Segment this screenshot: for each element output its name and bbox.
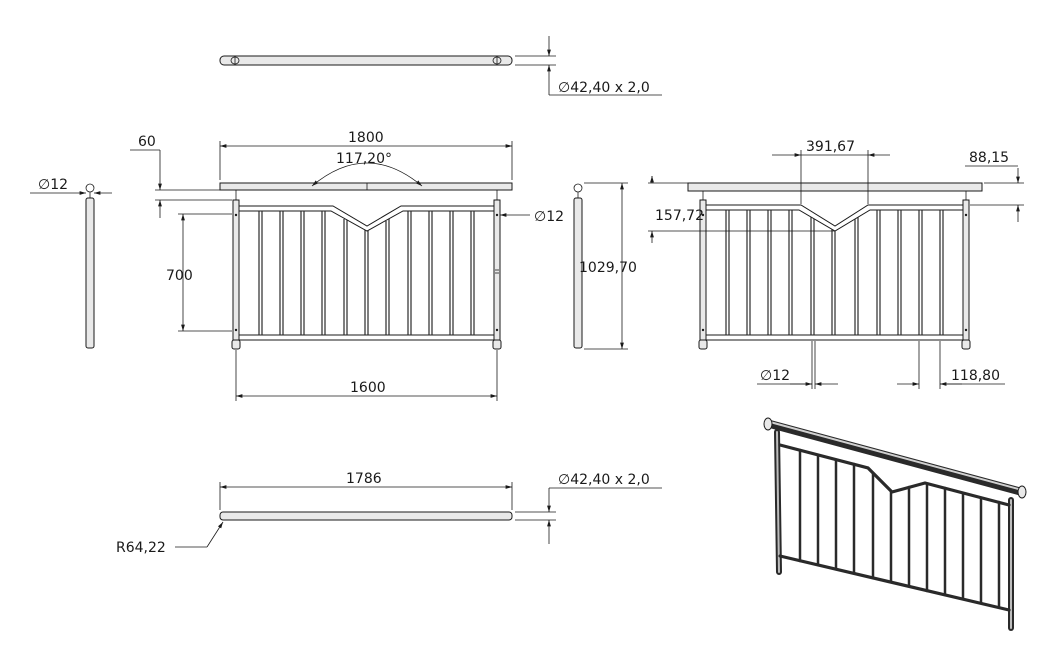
front-view: 1800 117,20° 60 700 1600 ∅12 — [130, 130, 564, 401]
middle-post-side-view: 1029,70 — [573, 182, 637, 350]
offset-8815-dim: 88,15 — [969, 150, 1009, 166]
span-39167-dim: 391,67 — [806, 139, 855, 155]
bottom-tube-view: 1786 ∅42,40 x 2,0 R64,22 — [116, 471, 662, 556]
width-1600-dim: 1600 — [350, 380, 386, 396]
length-1786-dim: 1786 — [346, 471, 382, 487]
diam-bottom-dim: ∅12 — [760, 368, 790, 384]
top-tube-view: ∅42,40 x 2,0 — [219, 36, 662, 96]
left-post-side-view: ∅12 — [30, 177, 112, 349]
spacing-11880-dim: 118,80 — [951, 368, 1000, 384]
tube-bottom-dim: ∅42,40 x 2,0 — [558, 472, 650, 488]
height-700-dim: 700 — [166, 268, 193, 284]
height-total-dim: 1029,70 — [579, 260, 637, 276]
tube-top-dim: ∅42,40 x 2,0 — [558, 80, 650, 96]
angle-dim: 117,20° — [336, 151, 392, 167]
diam-post-right-dim: ∅12 — [534, 209, 564, 225]
offset-60-dim: 60 — [138, 134, 156, 150]
drop-15772-dim: 157,72 — [655, 208, 704, 224]
diam-post-left-dim: ∅12 — [38, 177, 68, 193]
length-top-dim: 1800 — [348, 130, 384, 146]
radius-dim: R64,22 — [116, 540, 166, 556]
right-front-view: 391,67 157,72 88,15 ∅12 118,80 — [648, 139, 1024, 389]
railing-3d-icon — [763, 417, 1027, 631]
